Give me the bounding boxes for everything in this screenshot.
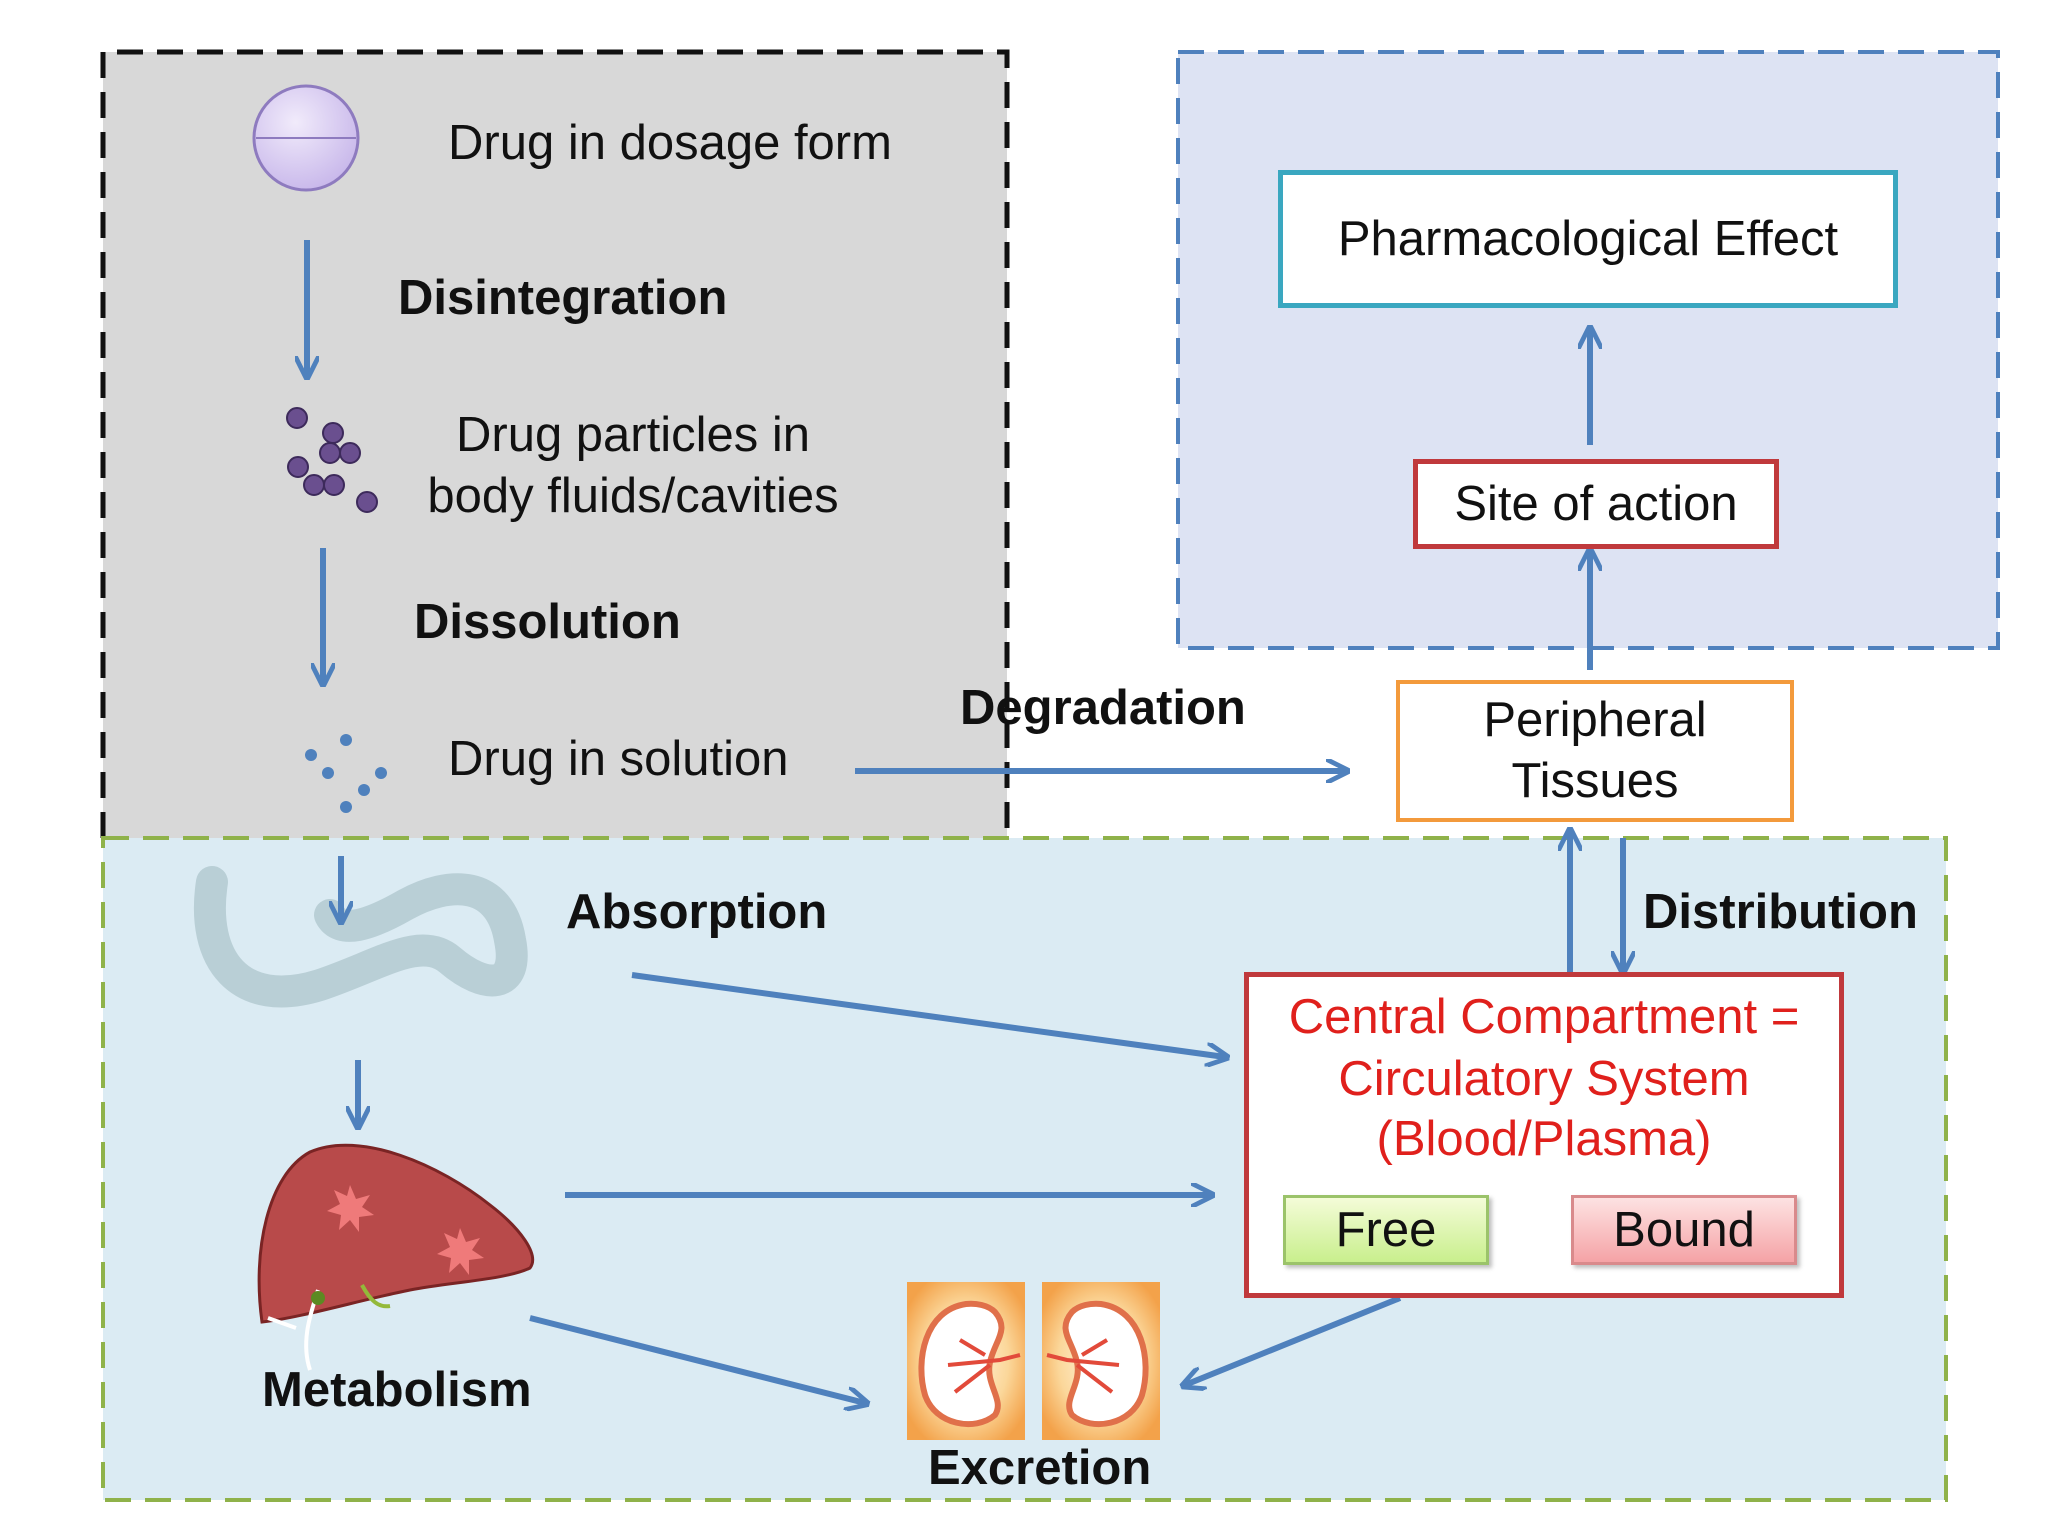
- central-label-line2: Circulatory System: [1338, 1052, 1750, 1106]
- kidney-left-icon: [907, 1282, 1025, 1440]
- label-absorption: Absorption: [566, 885, 828, 939]
- label-dosage-form: Drug in dosage form: [448, 116, 892, 170]
- arrow-metabolism-to-excretion: [529, 1315, 865, 1403]
- central-label-line1: Central Compartment =: [1288, 990, 1800, 1044]
- free-box: Free: [1283, 1195, 1489, 1265]
- peripheral-label-line2: Tissues: [1511, 754, 1679, 808]
- label-excretion: Excretion: [928, 1441, 1152, 1495]
- flow-arrows: [307, 240, 1623, 1403]
- green-panel-border: [101, 836, 1948, 1502]
- solution-dots-icon: [305, 734, 387, 813]
- liver-icon: [257, 1143, 535, 1371]
- label-metabolism: Metabolism: [262, 1363, 532, 1417]
- bound-label: Bound: [1613, 1203, 1755, 1257]
- central-compartment-box: Central Compartment = Circulatory System…: [1244, 972, 1844, 1298]
- particles-icon: [286, 407, 378, 513]
- label-particles-line2: body fluids/cavities: [427, 469, 839, 523]
- site-of-action-label: Site of action: [1454, 477, 1738, 531]
- label-dissolution: Dissolution: [414, 595, 681, 649]
- label-degradation: Degradation: [960, 681, 1246, 735]
- arrow-absorption: [631, 972, 1225, 1057]
- free-label: Free: [1335, 1203, 1437, 1257]
- pill-icon: [252, 84, 360, 192]
- pharmacological-effect-box: Pharmacological Effect: [1278, 170, 1898, 308]
- label-distribution: Distribution: [1643, 885, 1918, 939]
- kidney-right-icon: [1042, 1282, 1160, 1440]
- gray-panel-border: [100, 49, 1010, 838]
- label-particles-line1: Drug particles in: [455, 408, 811, 462]
- peripheral-label-line1: Peripheral: [1483, 692, 1707, 747]
- bound-box: Bound: [1571, 1195, 1797, 1265]
- gut-absorption-panel: [103, 52, 1007, 842]
- intestine-icon: [193, 866, 528, 1008]
- central-label-line3: (Blood/Plasma): [1376, 1112, 1712, 1166]
- label-drug-in-solution: Drug in solution: [448, 732, 789, 786]
- site-of-action-box: Site of action: [1413, 459, 1779, 549]
- arrow-central-to-excretion: [1185, 1295, 1402, 1385]
- label-disintegration: Disintegration: [398, 271, 728, 325]
- peripheral-tissues-box: Peripheral Tissues: [1396, 680, 1794, 822]
- pharmacological-effect-label: Pharmacological Effect: [1337, 212, 1839, 266]
